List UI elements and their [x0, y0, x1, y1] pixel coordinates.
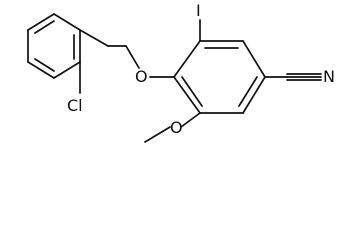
- bond-right-ring-3: [242, 40, 266, 78]
- bond-left-ring-1: [53, 13, 81, 31]
- benzyl-ether-linker: O: [79, 29, 175, 86]
- ether-oxygen-label: O: [135, 67, 148, 86]
- right-benzene-ring: [173, 40, 266, 114]
- nitrile-nitrogen-label: N: [323, 67, 335, 86]
- chemical-structure-diagram: Cl O I O: [27, 1, 335, 143]
- bond-left-ring-3: [53, 61, 81, 79]
- bond-right-ring-1: [173, 40, 201, 78]
- chlorine-substituent: Cl: [67, 61, 83, 115]
- bond-ch2-to-ether-oxygen: [125, 45, 140, 69]
- bond-right-ring-6: [173, 76, 201, 114]
- structure-canvas: Cl O I O: [27, 1, 335, 143]
- bond-left-ring-6: [27, 13, 55, 31]
- bond-ring-to-methoxy-oxygen: [180, 112, 201, 128]
- left-benzene-ring: [27, 13, 81, 79]
- methoxy-oxygen-label: O: [170, 118, 183, 137]
- bond-left-ring-4: [27, 61, 55, 79]
- double-bond-right-ring-left: [181, 76, 203, 107]
- iodine-substituent: I: [196, 1, 201, 42]
- double-bond-right-ring-right: [238, 76, 258, 107]
- nitrile-substituent: N: [264, 67, 335, 86]
- double-bond-left-ring-bottom: [34, 58, 55, 72]
- double-bond-left-ring-top: [34, 20, 55, 34]
- iodine-label: I: [196, 1, 201, 20]
- bond-methoxy-oxygen-to-methyl: [144, 126, 171, 143]
- chlorine-label: Cl: [67, 96, 83, 115]
- bond-ring-to-ch2: [79, 29, 109, 47]
- methoxy-substituent: O: [144, 112, 201, 143]
- bond-right-ring-4: [242, 76, 266, 114]
